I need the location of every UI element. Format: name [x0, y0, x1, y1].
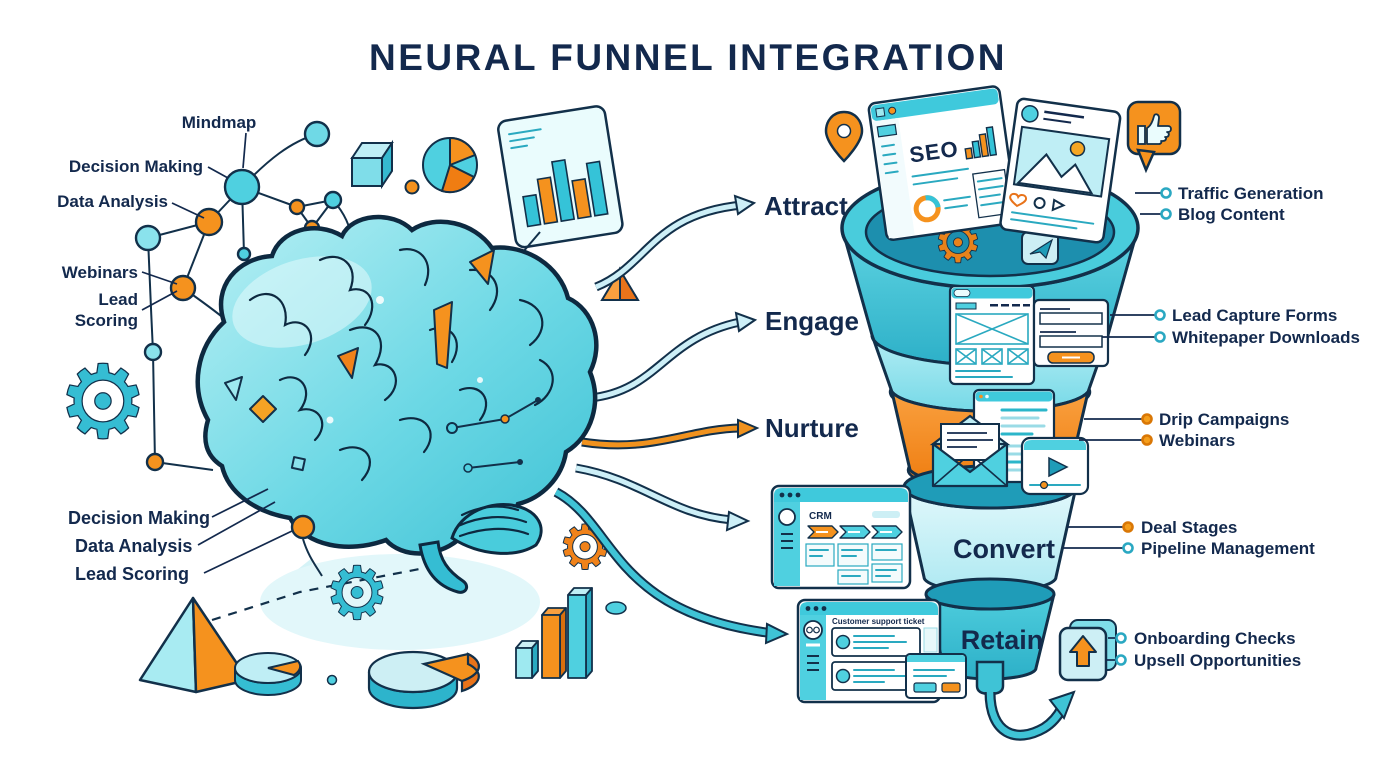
- email-icon: [929, 414, 1011, 488]
- brain-illustration: [195, 214, 599, 594]
- label-data-analysis-2: Data Analysis: [75, 536, 192, 556]
- neural-pins: [326, 296, 541, 473]
- crm-text: CRM: [809, 511, 832, 522]
- svg-text:Lead Capture Forms: Lead Capture Forms: [1172, 306, 1337, 325]
- location-pin-icon: [824, 110, 864, 163]
- support-ticket-window: Customer support ticket: [796, 598, 967, 704]
- gear-icon: ⚙: [558, 513, 612, 583]
- label-mindmap: Mindmap: [182, 113, 257, 132]
- comment-icon: [1033, 197, 1046, 210]
- video-player-icon: [1020, 436, 1090, 496]
- svg-text:Traffic Generation: Traffic Generation: [1178, 184, 1323, 203]
- callout-onboarding-checks: Onboarding Checks: [1108, 629, 1296, 648]
- avatar: [803, 620, 823, 640]
- callout-traffic-generation: Traffic Generation: [1135, 184, 1323, 203]
- arrow-engage: [589, 311, 758, 403]
- pie-chart-icon: [422, 136, 478, 194]
- svg-text:Onboarding Checks: Onboarding Checks: [1134, 629, 1296, 648]
- heart-icon: [1009, 192, 1028, 208]
- cyan-dot: [605, 601, 627, 615]
- pie-3d-icon: [234, 652, 302, 696]
- svg-text:Pipeline Management: Pipeline Management: [1141, 539, 1315, 558]
- callout-lead-capture-forms: Lead Capture Forms: [1110, 306, 1337, 325]
- cyan-dot: [326, 674, 338, 686]
- svg-text:Deal Stages: Deal Stages: [1141, 518, 1237, 537]
- brain-shadow: [260, 554, 540, 650]
- avatar: [778, 508, 796, 526]
- share-icon: [1051, 198, 1066, 212]
- label-lead-scoring-1: Lead: [98, 290, 138, 309]
- callout-deal-stages: Deal Stages: [1067, 518, 1237, 537]
- funnel-callouts: Traffic Generation Blog Content Lead Cap…: [1063, 184, 1360, 670]
- brain-lower-labels: Decision Making Data Analysis Lead Scori…: [68, 488, 323, 584]
- label-lead-scoring-2: Scoring: [75, 311, 138, 330]
- wireframe-window: [948, 284, 1036, 386]
- label-data-analysis: Data Analysis: [57, 192, 168, 211]
- support-ticket-text: Customer support ticket: [832, 617, 925, 626]
- stage-label-retain: Retain: [961, 625, 1044, 655]
- label-webinars: Webinars: [62, 263, 138, 282]
- callout-drip-campaigns: Drip Campaigns: [1084, 410, 1289, 429]
- label-lead-scoring-3: Lead Scoring: [75, 564, 189, 584]
- crm-window: CRM: [770, 484, 912, 590]
- svg-text:Drip Campaigns: Drip Campaigns: [1159, 410, 1289, 429]
- output-arrow: [984, 690, 1076, 741]
- pyramid-icon: [138, 596, 250, 694]
- stage-label-nurture: Nurture: [765, 413, 859, 443]
- callout-upsell-opportunities: Upsell Opportunities: [1106, 651, 1301, 670]
- callout-pipeline-management: Pipeline Management: [1063, 539, 1315, 558]
- gear-icon: ⚙: [325, 551, 390, 635]
- mindmap-labels: Mindmap Decision Making Data Analysis We…: [57, 113, 256, 330]
- stage-label-engage: Engage: [765, 306, 859, 336]
- page-title: NEURAL FUNNEL INTEGRATION: [369, 37, 1007, 78]
- svg-text:Upsell Opportunities: Upsell Opportunities: [1134, 651, 1301, 670]
- seo-browser-window: SEO: [867, 85, 1019, 242]
- stage-label-convert: Convert: [953, 534, 1055, 564]
- arrow-attract: [594, 194, 757, 292]
- bar-3d-icon: [515, 587, 593, 679]
- ticket-row: [831, 627, 921, 657]
- orange-node: [404, 179, 420, 195]
- callout-blog-content: Blog Content: [1140, 205, 1285, 224]
- arrow-convert: [575, 463, 751, 532]
- svg-text:Blog Content: Blog Content: [1178, 205, 1285, 224]
- lead-form-card: [1032, 298, 1110, 368]
- callout-webinars: Webinars: [1079, 431, 1235, 450]
- cube-icon: [350, 139, 394, 190]
- ticket-row: [831, 661, 921, 691]
- thumbs-up-icon: [1126, 100, 1182, 174]
- dashed-connector: [211, 565, 431, 622]
- upsell-icon: [1058, 619, 1117, 682]
- svg-text:Whitepaper Downloads: Whitepaper Downloads: [1172, 328, 1360, 347]
- up-arrow-icon: [1069, 635, 1097, 667]
- label-decision-making: Decision Making: [69, 157, 203, 176]
- callout-whitepaper-downloads: Whitepaper Downloads: [1102, 328, 1360, 347]
- chat-card: [905, 653, 967, 699]
- gear-icon: ⚙: [58, 344, 148, 461]
- arrow-nurture: [581, 418, 760, 450]
- mindmap-network: [134, 120, 353, 472]
- social-post-card: [999, 97, 1122, 244]
- pie-3d-icon: [367, 650, 480, 710]
- svg-text:Webinars: Webinars: [1159, 431, 1235, 450]
- label-decision-making-2: Decision Making: [68, 508, 210, 528]
- arrow-retain: [553, 487, 790, 645]
- stage-label-attract: Attract: [764, 191, 848, 221]
- bar-chart-card-icon: [497, 105, 624, 249]
